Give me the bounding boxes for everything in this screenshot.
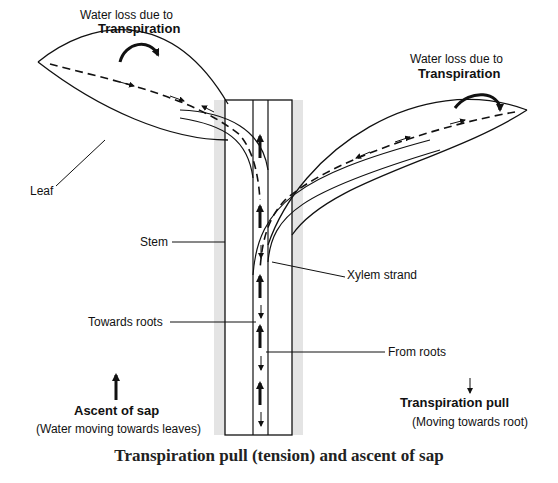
- part-label: Transpiration: [418, 67, 500, 81]
- leaf-outline: [38, 30, 228, 104]
- part-label: Xylem strand: [347, 268, 417, 282]
- petiole-strand: [268, 150, 440, 262]
- part-label: (Moving towards root): [412, 415, 528, 429]
- figure-caption: Transpiration pull (tension) and ascent …: [0, 446, 558, 466]
- flow-arrow: [202, 106, 214, 112]
- stem-shade: [214, 100, 225, 435]
- legend-text: Transpiration pull: [400, 396, 509, 410]
- leaf-outline: [38, 62, 228, 140]
- legend-sample: [470, 378, 471, 393]
- ascent-arrows: [260, 136, 261, 405]
- flow-arrow: [120, 82, 134, 86]
- part-label: Towards roots: [88, 315, 163, 329]
- leaf-outline: [268, 99, 527, 245]
- flow-arrow: [356, 152, 370, 158]
- flow-arrow: [450, 120, 465, 124]
- legend-sample: [115, 375, 118, 400]
- xylem-line: [267, 100, 268, 435]
- water-path: [50, 64, 260, 200]
- water-path: [260, 112, 515, 270]
- part-label: Water loss due to: [410, 52, 503, 66]
- petiole-strand: [253, 140, 430, 275]
- pull-arrows: [261, 245, 262, 426]
- part-label: From roots: [388, 345, 446, 359]
- leader-lines: [56, 140, 385, 352]
- part-label: Leaf: [30, 184, 53, 198]
- stem-outline: [225, 100, 292, 435]
- part-label: Water loss due to: [80, 8, 173, 22]
- transpiration-arrow: [120, 44, 158, 62]
- petiole-strand: [180, 110, 268, 170]
- transpiration-arrow: [455, 95, 500, 110]
- flow-arrow: [170, 96, 184, 101]
- flow-arrow: [395, 137, 410, 142]
- legend-text: Ascent of sap: [74, 404, 159, 418]
- part-label: (Water moving towards leaves): [36, 422, 201, 436]
- part-label: Transpiration: [98, 22, 180, 36]
- part-label: Stem: [140, 235, 168, 249]
